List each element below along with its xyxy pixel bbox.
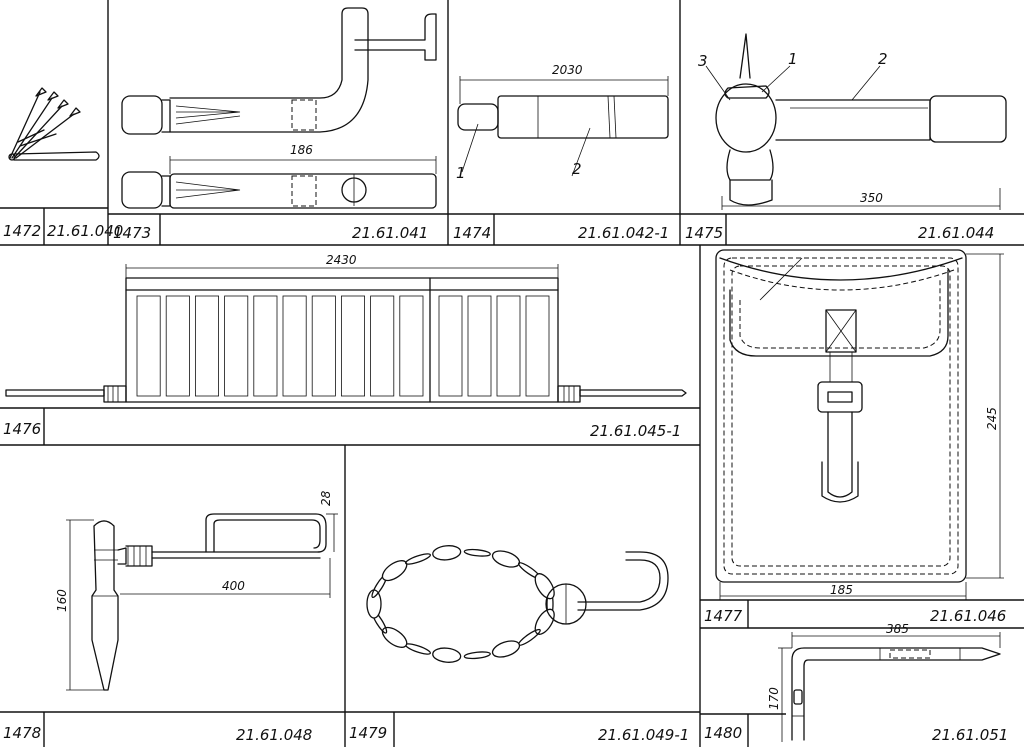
panel-number-1474: 1474 <box>453 224 491 242</box>
panel-number-1480: 1480 <box>704 724 742 742</box>
slat <box>165 295 190 397</box>
dimension-1476: 2430 <box>326 253 357 267</box>
chain-link <box>463 548 491 557</box>
chain-link <box>432 647 462 663</box>
panel-code-1475: 21.61.044 <box>918 224 994 242</box>
figure-1477: 245 185 <box>715 249 1004 600</box>
figure-1479 <box>366 545 669 663</box>
dimension-1477-height: 245 <box>985 407 999 430</box>
panel-code-1477: 21.61.046 <box>930 607 1006 625</box>
chain-link <box>534 573 555 600</box>
figure-1473: 186 <box>121 7 437 209</box>
chain-link <box>463 651 491 660</box>
slat <box>311 295 336 397</box>
slat <box>194 295 219 397</box>
figure-1478: 160 400 28 <box>55 490 338 691</box>
figure-1474: 2030 1 2 <box>456 63 669 182</box>
dimension-1478-spacing: 28 <box>319 490 333 506</box>
callout-1474-1: 1 <box>456 164 466 182</box>
panel-code-1473: 21.61.041 <box>352 224 428 242</box>
panel-number-1478: 1478 <box>3 724 41 742</box>
panel-number-1475: 1475 <box>685 224 723 242</box>
slat <box>224 295 249 397</box>
chain-link <box>534 608 555 635</box>
chain-link <box>381 626 408 648</box>
slat <box>136 295 161 397</box>
label-box-1476: 1476 21.61.045-1 <box>0 407 700 445</box>
callout-1475-3: 3 <box>698 52 708 70</box>
dimension-1475: 350 <box>860 191 883 205</box>
slat <box>253 295 278 397</box>
panel-code-1472: 21.61.040 <box>47 222 123 240</box>
figure-1480: 385 170 <box>767 622 1001 742</box>
dimension-1474: 2030 <box>552 63 583 77</box>
panel-number-1479: 1479 <box>349 724 387 742</box>
slat <box>370 295 395 397</box>
label-box-1480: 1480 21.61.051 <box>700 713 1008 747</box>
slat <box>438 295 463 397</box>
dimension-1478-height: 160 <box>55 589 69 612</box>
callout-1474-2: 2 <box>572 160 582 178</box>
label-box-1474: 1474 21.61.042-1 <box>448 213 680 245</box>
chain-link <box>405 643 431 655</box>
panel-number-1477: 1477 <box>704 607 743 625</box>
panel-number-1476: 1476 <box>3 420 41 438</box>
panel-code-1476: 21.61.045-1 <box>590 422 681 440</box>
chain-link <box>491 640 521 658</box>
label-box-1478: 1478 21.61.048 <box>0 711 345 747</box>
figure-1475: 350 3 1 2 <box>698 33 1007 210</box>
dimension-1473: 186 <box>290 143 313 157</box>
dimension-1478-width: 400 <box>222 579 245 593</box>
chain-link <box>405 553 431 565</box>
panel-code-1480: 21.61.051 <box>932 726 1008 744</box>
label-box-1472: 1472 21.61.040 <box>0 207 123 245</box>
callout-1475-2: 2 <box>878 50 888 68</box>
dimension-1477-width: 185 <box>830 583 853 597</box>
panel-number-1473: 1473 <box>113 224 151 242</box>
callout-1475-1: 1 <box>788 50 798 68</box>
figure-1472 <box>8 87 100 161</box>
label-box-1479: 1479 21.61.049-1 <box>345 711 700 747</box>
dimension-1480-width: 385 <box>886 622 909 636</box>
chain-link <box>432 545 462 561</box>
figure-1476: 2430 <box>5 253 687 403</box>
label-box-1473: 1473 21.61.041 <box>108 213 448 245</box>
slat <box>496 295 521 397</box>
dimension-1480-height: 170 <box>767 687 781 710</box>
chain-link <box>491 550 521 568</box>
slat <box>282 295 307 397</box>
panel-code-1479: 21.61.049-1 <box>598 726 689 744</box>
panel-code-1478: 21.61.048 <box>236 726 312 744</box>
slat <box>399 295 424 397</box>
slat <box>340 295 365 397</box>
slat <box>525 295 550 397</box>
chain-link <box>366 589 382 619</box>
chain-link <box>381 560 408 582</box>
slat <box>467 295 492 397</box>
label-box-1477: 1477 21.61.046 <box>700 599 1024 628</box>
panel-code-1474: 21.61.042-1 <box>578 224 669 242</box>
label-box-1475: 1475 21.61.044 <box>680 213 1024 245</box>
panel-number-1472: 1472 <box>3 222 41 240</box>
